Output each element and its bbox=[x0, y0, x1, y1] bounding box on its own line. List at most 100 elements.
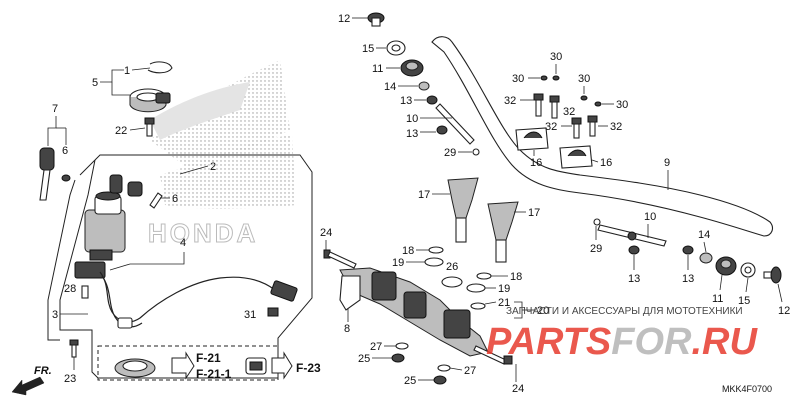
svg-text:25: 25 bbox=[404, 375, 416, 387]
callout-3: 3 bbox=[52, 309, 88, 321]
key-7 bbox=[39, 147, 55, 201]
callout-2: 2 bbox=[179, 161, 216, 175]
svg-text:32: 32 bbox=[563, 106, 575, 118]
svg-text:10: 10 bbox=[644, 211, 656, 223]
weight-rod-10: 10 bbox=[406, 103, 475, 145]
svg-text:5: 5 bbox=[92, 77, 98, 89]
svg-text:15: 15 bbox=[362, 43, 374, 55]
ref-arrow-1: F-21 F-21-1 bbox=[171, 351, 232, 381]
svg-text:14: 14 bbox=[698, 229, 710, 241]
washer-15-right: 15 bbox=[738, 262, 756, 307]
svg-text:32: 32 bbox=[504, 95, 516, 107]
collar-14: 14 bbox=[384, 81, 430, 93]
svg-text:11: 11 bbox=[372, 63, 383, 75]
nut-13-top: 13 bbox=[400, 95, 438, 107]
handlebar-holder-16-left: 16 bbox=[515, 127, 549, 169]
svg-text:10: 10 bbox=[406, 113, 418, 125]
svg-text:16: 16 bbox=[600, 157, 612, 169]
clip-29-right: 29 bbox=[590, 218, 602, 255]
washer-19-left: 19 bbox=[392, 257, 444, 269]
svg-text:27: 27 bbox=[464, 365, 476, 377]
handlebar-holder-16-right: 16 bbox=[559, 145, 612, 169]
callout-4: 4 bbox=[109, 237, 186, 271]
bolt-22 bbox=[144, 117, 155, 137]
svg-text:8: 8 bbox=[344, 323, 350, 335]
nut-13-right-b: 13 bbox=[682, 245, 694, 285]
nut-26: 26 bbox=[441, 261, 463, 288]
svg-text:2: 2 bbox=[210, 161, 216, 173]
fork-top-17-right: 17 bbox=[487, 201, 540, 263]
callout-5: 5 bbox=[92, 69, 130, 96]
svg-text:18: 18 bbox=[510, 271, 522, 283]
svg-text:17: 17 bbox=[418, 189, 430, 201]
svg-text:30: 30 bbox=[578, 73, 590, 85]
callout-30-right: 30 bbox=[578, 73, 590, 101]
svg-text:F-21-1: F-21-1 bbox=[196, 367, 232, 381]
svg-text:3: 3 bbox=[52, 309, 58, 321]
collar-14-right: 14 bbox=[698, 229, 713, 264]
svg-text:7: 7 bbox=[52, 103, 58, 115]
washer-18-left: 18 bbox=[402, 245, 444, 257]
svg-text:4: 4 bbox=[180, 237, 186, 249]
svg-text:28: 28 bbox=[64, 283, 76, 295]
svg-text:12: 12 bbox=[338, 13, 350, 25]
svg-text:30: 30 bbox=[550, 51, 562, 63]
svg-text:1: 1 bbox=[124, 65, 130, 77]
watermark-brand: PARTSFOR.RU bbox=[486, 321, 759, 363]
svg-text:14: 14 bbox=[384, 81, 396, 93]
svg-text:16: 16 bbox=[530, 157, 542, 169]
svg-text:6: 6 bbox=[62, 145, 68, 157]
ref-arrow-2: F-23 bbox=[271, 351, 321, 380]
svg-text:25: 25 bbox=[358, 353, 370, 365]
svg-text:F-23: F-23 bbox=[296, 361, 321, 375]
clip-29-top: 29 bbox=[444, 147, 480, 159]
honda-wing-logo: HONDA bbox=[148, 60, 296, 249]
svg-text:30: 30 bbox=[616, 99, 628, 111]
wire-harness-4 bbox=[74, 261, 298, 329]
watermark-brand-parts: PARTS bbox=[486, 321, 611, 363]
svg-text:29: 29 bbox=[444, 147, 456, 159]
svg-text:9: 9 bbox=[664, 157, 670, 169]
svg-text:6: 6 bbox=[172, 193, 178, 205]
top-bridge-8: 8 bbox=[339, 267, 489, 357]
weight-rod-10-right: 10 bbox=[597, 211, 667, 247]
svg-text:13: 13 bbox=[628, 273, 640, 285]
svg-text:17: 17 bbox=[528, 207, 540, 219]
svg-text:27: 27 bbox=[370, 341, 382, 353]
callout-1: 1 bbox=[124, 65, 151, 77]
bar-end-weight-12: 12 bbox=[338, 12, 385, 27]
bracket-21-20: 21 20 bbox=[470, 297, 549, 319]
nut-13-right-a: 13 bbox=[628, 245, 640, 285]
svg-text:18: 18 bbox=[402, 245, 414, 257]
nut-25-left: 25 bbox=[358, 353, 405, 365]
svg-text:24: 24 bbox=[512, 383, 524, 395]
svg-text:13: 13 bbox=[682, 273, 694, 285]
svg-text:15: 15 bbox=[738, 295, 750, 307]
diagram-code: MKK4F0700 bbox=[722, 384, 772, 394]
bolts-32-lower: 32 32 bbox=[545, 115, 622, 139]
svg-text:23: 23 bbox=[64, 373, 76, 385]
callout-22: 22 bbox=[115, 125, 146, 137]
callout-6-left: 6 bbox=[61, 145, 71, 182]
svg-text:13: 13 bbox=[406, 128, 418, 140]
nut-27-left: 27 bbox=[370, 341, 409, 353]
ignition-switch-body bbox=[84, 174, 163, 261]
svg-text:13: 13 bbox=[400, 95, 412, 107]
watermark-brand-ru: .RU bbox=[692, 321, 759, 363]
svg-text:F-21: F-21 bbox=[196, 351, 221, 365]
callout-6-mid: 6 bbox=[160, 193, 178, 205]
grommet-11: 11 bbox=[372, 59, 424, 77]
watermark-caption: ЗАПЧАСТИ И АКСЕССУАРЫ ДЛЯ МОТОТЕХНИКИ bbox=[506, 306, 743, 317]
fork-top-17-left: 17 bbox=[418, 177, 479, 243]
washer-18-right: 18 bbox=[476, 271, 522, 283]
svg-text:19: 19 bbox=[392, 257, 404, 269]
nut-25-right: 25 bbox=[404, 375, 447, 387]
bolt-24-right: 24 bbox=[473, 345, 524, 395]
honda-logo-text: HONDA bbox=[148, 218, 258, 248]
svg-text:12: 12 bbox=[778, 305, 790, 317]
svg-text:31: 31 bbox=[244, 309, 256, 321]
callout-31: 31 bbox=[244, 307, 279, 321]
nut-13-mid: 13 bbox=[406, 125, 448, 140]
handlebar-9: 9 bbox=[431, 36, 773, 237]
